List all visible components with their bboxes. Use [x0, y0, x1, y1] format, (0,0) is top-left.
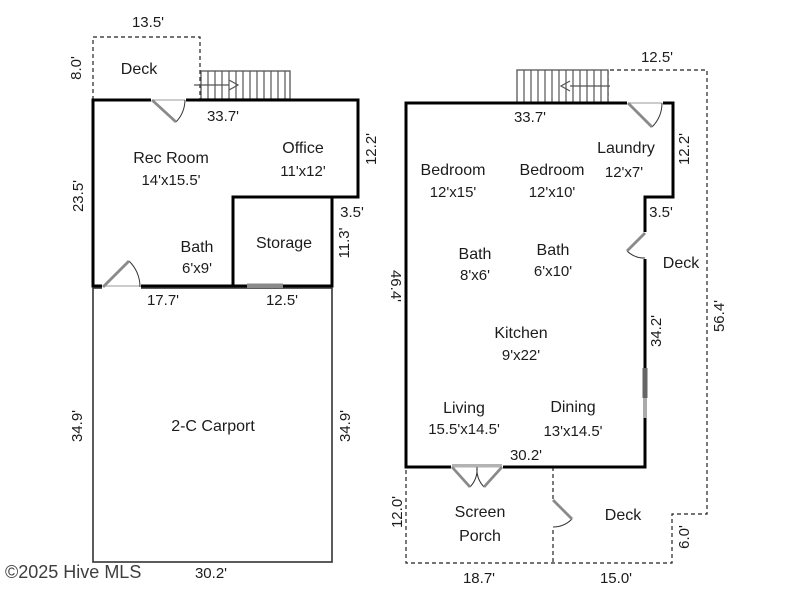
dim-left-height: 23.5': [70, 180, 87, 212]
size-label-bath2: 6'x10': [534, 263, 572, 280]
dim-right-top-width: 33.7': [514, 109, 546, 126]
dim-left-deck-height: 8.0': [68, 56, 85, 80]
porch-door-icon: [552, 499, 573, 520]
laundry-door-icon: [627, 102, 653, 128]
size-label-bedroom2: 12'x10': [529, 184, 576, 201]
size-label-office: 11'x12': [280, 163, 326, 180]
size-label-kitchen: 9'x22': [502, 347, 540, 364]
deck-door-gap: [641, 232, 649, 259]
room-label-carport: 2-C Carport: [171, 418, 255, 435]
right-deck-porch-outline: [405, 69, 708, 564]
dim-right-step: 3.5': [649, 204, 673, 221]
size-label-dining: 13'x14.5': [543, 423, 602, 440]
dim-kitchen-right: 34.2': [648, 315, 665, 347]
size-label-living: 15.5'x14.5': [428, 421, 500, 438]
bath-door-icon: [102, 260, 130, 288]
room-label-laundry: Laundry: [597, 140, 655, 157]
french-door-left-icon: [450, 466, 472, 488]
dim-carport-right: 34.9': [337, 410, 354, 442]
dim-porch-left-height: 12.0': [389, 496, 406, 528]
room-label-deck-side: Deck: [663, 255, 700, 272]
dim-carport-bottom: 30.2': [195, 565, 227, 582]
left-plan: 13.5' Deck 8.0' 33.7' Rec Room 14'x15.5'…: [68, 14, 380, 582]
room-label-storage: Storage: [256, 235, 312, 252]
dim-left-step: 3.5': [340, 204, 364, 221]
dim-storage-right: 11.3': [336, 227, 353, 258]
room-label-deck-bottom: Deck: [605, 507, 642, 524]
storage-walls: [231, 195, 332, 286]
dim-right-bottom-width: 30.2': [510, 447, 542, 464]
room-label-kitchen: Kitchen: [494, 325, 547, 342]
dim-right-left-height: 46.4': [387, 270, 404, 302]
dim-deck-notch-height: 6.0': [676, 525, 693, 549]
watermark: ©2025 Hive MLS: [5, 562, 141, 582]
room-label-screen-porch-2: Porch: [459, 528, 501, 545]
room-label-bath2: Bath: [537, 242, 570, 259]
french-door-right-icon: [482, 466, 504, 488]
bath-door-swing: [128, 260, 141, 288]
room-label-bedroom2: Bedroom: [520, 162, 585, 179]
size-label-laundry: 12'x7': [605, 164, 643, 181]
dim-carport-left: 34.9': [69, 410, 86, 442]
kitchen-window-icon: [642, 368, 648, 398]
laundry-door-swing: [651, 102, 663, 128]
right-plan-outline: [404, 101, 675, 469]
size-label-bath1: 8'x6': [460, 267, 490, 284]
dim-left-deck-width: 13.5': [132, 14, 164, 31]
room-label-left-deck: Deck: [121, 61, 158, 78]
kitchen-window2-icon: [643, 398, 647, 418]
room-label-rec-room: Rec Room: [133, 150, 209, 167]
right-plan: 12.5' 33.7' Laundry 12'x7' 12.2' Bedroom…: [387, 49, 728, 587]
left-plan-outline: [91, 98, 360, 288]
french-door-threshold: [452, 464, 502, 468]
room-label-screen-porch-1: Screen: [455, 504, 506, 521]
room-label-dining: Dining: [550, 399, 595, 416]
porch-door-gap: [550, 499, 556, 528]
size-label-rec-room: 14'x15.5': [141, 172, 200, 189]
size-label-bath: 6'x9': [182, 260, 212, 277]
dim-deck-right-height: 56.4': [711, 300, 728, 332]
deck-door-icon: [626, 232, 646, 252]
storage-window-icon: [247, 283, 283, 288]
room-label-bedroom1: Bedroom: [421, 162, 486, 179]
dim-porch-bottom-width: 18.7': [463, 570, 495, 587]
dim-deck-bottom-width: 15.0': [600, 570, 632, 587]
entry-door-icon: [151, 98, 177, 124]
right-stairs-arrowhead-icon: [559, 80, 571, 92]
carport-outline: [92, 287, 333, 563]
size-label-bedroom1: 12'x15': [430, 184, 477, 201]
dim-office-right: 12.2': [363, 133, 380, 165]
dim-storage-bottom: 12.5': [266, 292, 298, 309]
room-label-bath1: Bath: [459, 246, 492, 263]
dim-right-deck-top: 12.5': [641, 49, 673, 66]
room-label-living: Living: [443, 400, 485, 417]
dim-laundry-right: 12.2': [676, 133, 693, 165]
left-stairs-arrowhead-icon: [228, 79, 240, 91]
dim-bath-bottom: 17.7': [147, 292, 179, 309]
room-label-bath: Bath: [181, 239, 214, 256]
dim-left-top-width: 33.7': [207, 108, 239, 125]
room-label-office: Office: [282, 140, 324, 157]
left-deck-outline: [92, 36, 201, 100]
